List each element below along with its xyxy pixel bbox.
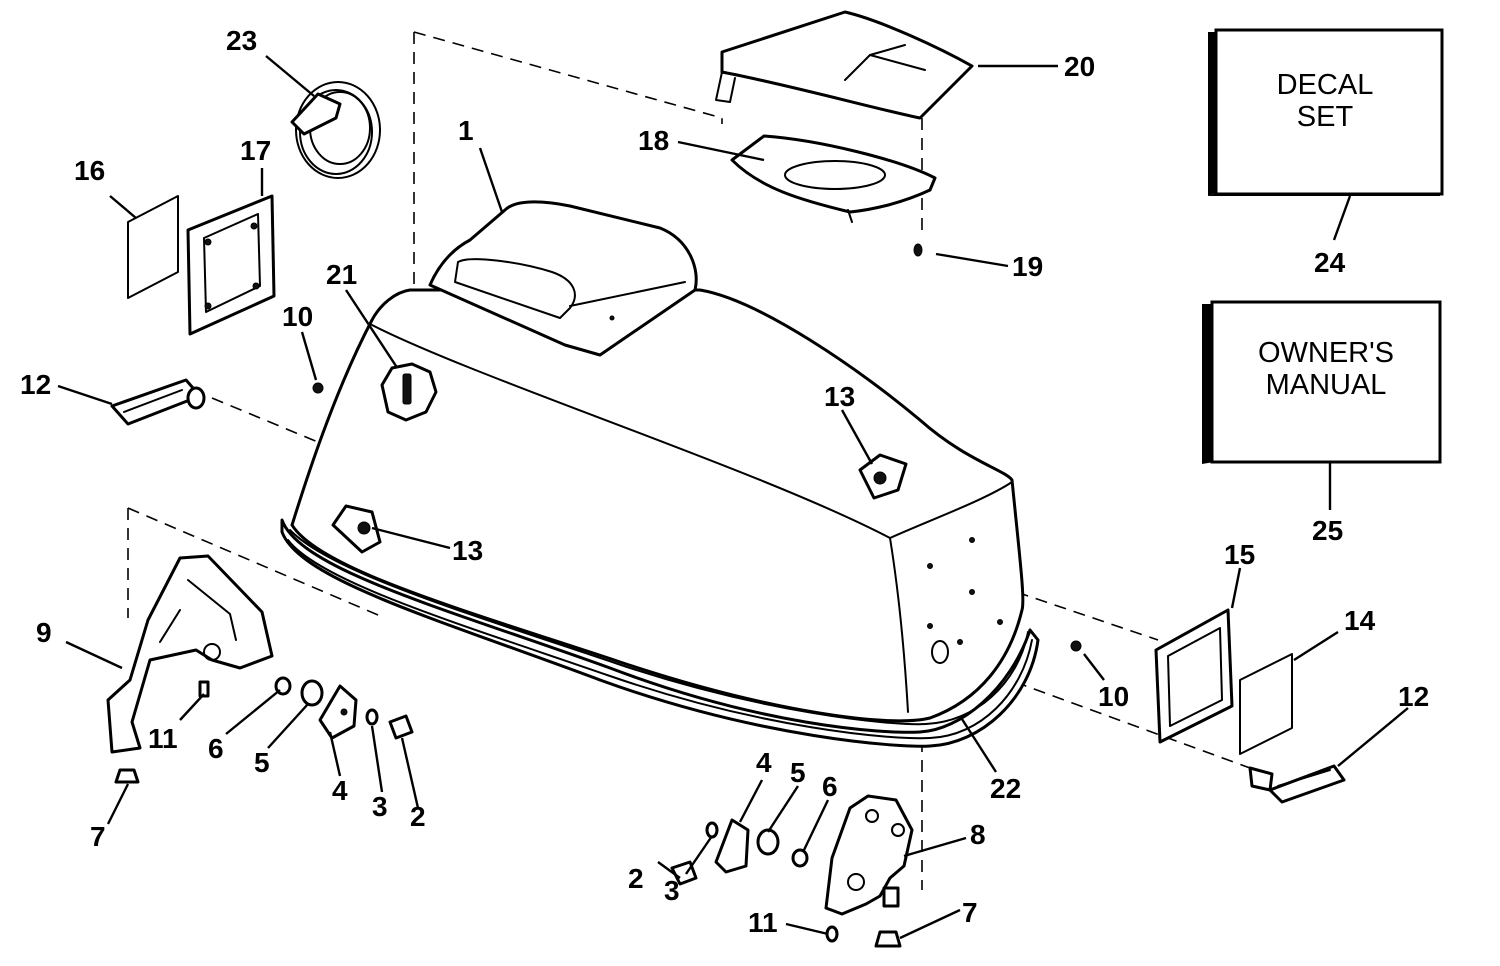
decal-set-box: DECAL SET — [1208, 28, 1444, 196]
vent-gasket — [186, 194, 276, 336]
intake-gasket — [730, 134, 937, 223]
label-10-left: 10 — [282, 301, 313, 332]
label-5-left: 5 — [254, 747, 270, 778]
label-4-left: 4 — [332, 775, 348, 806]
label-23: 23 — [226, 25, 257, 56]
label-13-left: 13 — [452, 535, 483, 566]
label-24: 24 — [1314, 247, 1346, 278]
label-18: 18 — [638, 125, 669, 156]
right-fasteners — [670, 818, 902, 948]
label-8: 8 — [970, 819, 986, 850]
label-11-left: 11 — [148, 723, 178, 754]
latch-handle-right — [1248, 764, 1346, 804]
label-11-right: 11 — [748, 907, 778, 938]
screw — [913, 243, 923, 257]
top-cap — [715, 10, 974, 120]
owners-manual-line2: MANUAL — [1266, 369, 1387, 401]
decal-set-line2: SET — [1297, 101, 1354, 133]
label-2-right: 2 — [628, 863, 644, 894]
vent-pad — [127, 195, 179, 299]
label-14: 14 — [1344, 605, 1376, 636]
cover-knob — [380, 362, 438, 422]
engine-cover — [280, 200, 1040, 748]
rubber-bumper-left — [114, 768, 140, 784]
label-15: 15 — [1224, 539, 1255, 570]
label-3-left: 3 — [372, 791, 388, 822]
label-13-right: 13 — [824, 381, 855, 412]
label-25: 25 — [1312, 515, 1343, 546]
label-12-right: 12 — [1398, 681, 1429, 712]
latch-plate-left — [331, 504, 382, 554]
label-7-right: 7 — [962, 897, 978, 928]
label-2-left: 2 — [410, 801, 426, 832]
right-bracket — [824, 794, 914, 916]
left-bracket — [106, 554, 274, 754]
owners-manual-line1: OWNER'S — [1258, 337, 1394, 369]
label-6-left: 6 — [208, 733, 224, 764]
latch-plate-right — [858, 453, 908, 500]
right-vent-pad — [1239, 653, 1293, 755]
label-1: 1 — [458, 115, 474, 146]
label-3-right: 3 — [664, 875, 680, 906]
owners-manual-box: OWNER'S MANUAL — [1202, 300, 1442, 464]
screws-10 — [312, 382, 1082, 652]
latch-handle-left — [110, 378, 206, 426]
decal-set-line1: DECAL — [1277, 69, 1374, 101]
label-7-left: 7 — [90, 821, 106, 852]
left-fasteners — [274, 676, 414, 740]
label-17: 17 — [240, 135, 271, 166]
part-number-labels: 23 17 16 1 18 20 19 21 10 12 13 13 24 25… — [20, 25, 1429, 938]
label-20: 20 — [1064, 51, 1095, 82]
label-19: 19 — [1012, 251, 1043, 282]
lanyard-coil — [290, 81, 381, 179]
label-22: 22 — [990, 773, 1021, 804]
label-21: 21 — [326, 259, 357, 290]
leader-lines — [57, 55, 1409, 940]
right-vent-gasket — [1154, 608, 1234, 744]
label-16: 16 — [74, 155, 105, 186]
label-4-right: 4 — [756, 747, 772, 778]
label-10-right: 10 — [1098, 681, 1129, 712]
label-12-left: 12 — [20, 369, 51, 400]
label-6-right: 6 — [822, 771, 838, 802]
label-5-right: 5 — [790, 757, 806, 788]
label-9: 9 — [36, 617, 52, 648]
